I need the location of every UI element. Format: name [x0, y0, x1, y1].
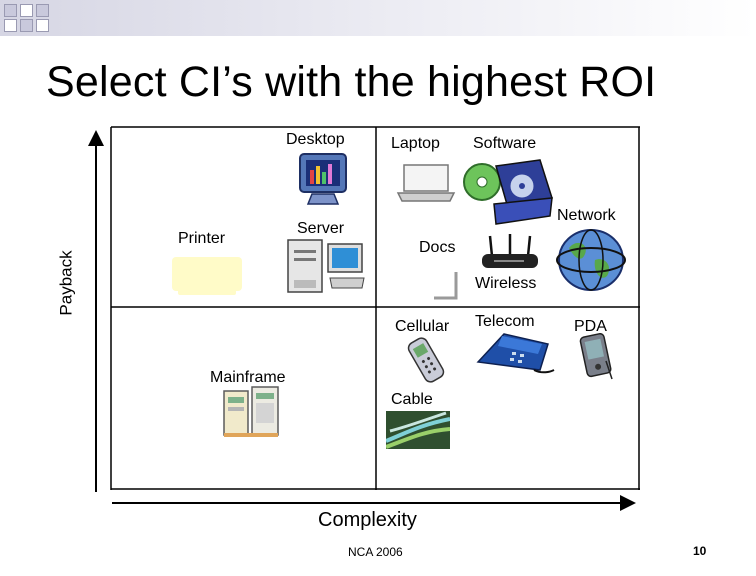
page-number: 10	[693, 544, 707, 558]
label-wireless: Wireless	[475, 275, 537, 292]
label-mainframe: Mainframe	[210, 369, 286, 386]
label-cable: Cable	[391, 391, 433, 408]
label-network: Network	[557, 207, 616, 224]
label-software: Software	[473, 135, 537, 152]
router-icon	[482, 234, 538, 268]
laptop-icon	[396, 164, 456, 202]
printer-icon	[172, 257, 242, 295]
telephone-icon	[476, 333, 555, 374]
mainframe-icon	[223, 386, 279, 437]
header-square	[20, 19, 33, 32]
desktop-icon	[299, 153, 347, 205]
header-square	[4, 4, 17, 17]
header-square	[20, 4, 33, 17]
label-printer: Printer	[178, 230, 226, 247]
label-telecom: Telecom	[475, 313, 535, 330]
header-square	[36, 19, 49, 32]
globe-icon	[556, 229, 626, 291]
header-square	[4, 19, 17, 32]
document-icon	[434, 272, 458, 300]
cellphone-icon	[407, 337, 445, 383]
label-cellular: Cellular	[395, 318, 450, 335]
header-square	[36, 4, 49, 17]
y-axis-label: Payback	[56, 250, 76, 316]
header-bar	[0, 0, 756, 36]
server-icon	[287, 239, 365, 293]
label-server: Server	[297, 220, 345, 237]
pda-icon	[579, 333, 613, 380]
label-desktop: Desktop	[286, 131, 345, 148]
cable-icon	[386, 411, 450, 449]
footer-text: NCA 2006	[348, 545, 403, 559]
software-icon	[463, 159, 553, 225]
label-pda: PDA	[574, 318, 607, 335]
label-laptop: Laptop	[391, 135, 440, 152]
x-axis-label: Complexity	[318, 509, 417, 531]
slide-title: Select CI’s with the highest ROI	[46, 58, 657, 106]
label-docs: Docs	[419, 239, 456, 256]
